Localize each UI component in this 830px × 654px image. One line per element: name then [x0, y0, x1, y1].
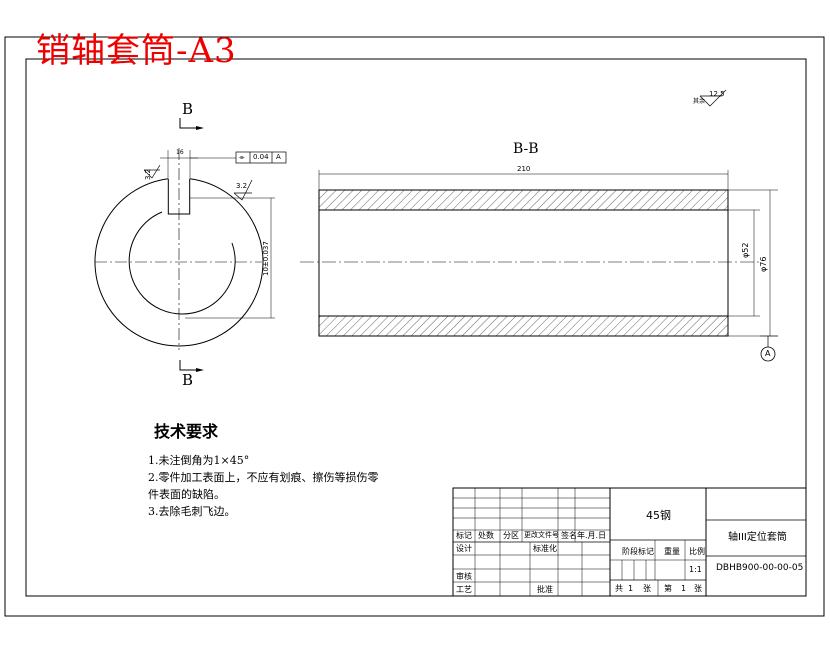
sheet-number: 1: [681, 584, 687, 593]
roughness-small: 3.2: [144, 168, 152, 180]
keyway-dimension: 10±0.037: [262, 241, 270, 276]
section-view: [300, 89, 778, 362]
header-mark: 标记: [456, 531, 472, 540]
section-title: B-B: [513, 141, 539, 157]
inner-frame: [25, 58, 807, 597]
stage-mark-label: 阶段标记: [622, 547, 654, 556]
keyway: [167, 178, 191, 215]
datum-label: A: [765, 349, 771, 358]
title-block: [452, 487, 807, 597]
tolerance-datum: A: [276, 153, 281, 161]
header-count: 处数: [478, 531, 494, 540]
header-change-doc: 更改文件号: [524, 531, 559, 539]
tolerance-symbol: ⌯: [239, 153, 245, 161]
design-label: 设计: [456, 544, 472, 553]
hatch-bottom: [318, 315, 729, 337]
material-label: 45钢: [646, 509, 671, 522]
inner-circle: [128, 211, 236, 315]
review-label: 审核: [456, 572, 472, 581]
total-sheets-count: 1: [628, 584, 634, 593]
length-dimension: 210: [517, 165, 531, 173]
technical-requirements: 技术要求 1.未注倒角为1×45° 2.零件加工表面上，不应有划痕、擦伤等损伤零…: [148, 418, 379, 520]
outer-circle: [94, 178, 264, 347]
section-marker-top: B: [182, 100, 194, 118]
sheet-unit-1: 张: [643, 584, 651, 593]
roughness-general: 12.5: [709, 90, 725, 98]
tech-item-2: 2.零件加工表面上，不应有划痕、擦伤等损伤零: [148, 471, 379, 484]
total-sheets-label: 共: [615, 584, 623, 593]
ratio-label: 比例: [689, 547, 705, 556]
outer-frame: [4, 36, 825, 617]
tech-item-4: 3.去除毛刺飞边。: [148, 505, 236, 518]
weight-label: 重量: [664, 547, 680, 556]
header-zone: 分区: [503, 531, 519, 540]
drawing-title-overlay: 销轴套筒-A3: [36, 31, 237, 71]
header-sign: 签名: [561, 531, 577, 540]
standardize-label: 标准化: [533, 544, 557, 553]
header-date: 年.月.日: [577, 531, 607, 540]
roughness-general-prefix: 其余: [693, 98, 706, 105]
scale-value: 1:1: [689, 565, 702, 574]
process-label: 工艺: [456, 585, 472, 594]
section-marker-bottom: B: [182, 371, 194, 389]
part-name: 轴III定位套筒: [728, 532, 787, 543]
drawing-number: DBHB900-00-00-05: [716, 563, 804, 573]
roughness-top: 3.2: [236, 182, 248, 190]
hatch-top: [318, 189, 729, 211]
key-width-dimension: 16: [176, 149, 184, 156]
tech-item-1: 1.未注倒角为1×45°: [148, 454, 250, 467]
sheet-number-label: 第: [664, 584, 672, 593]
tech-item-3: 件表面的缺陷。: [148, 488, 225, 501]
end-view: [94, 118, 287, 372]
sheet-unit-2: 张: [694, 584, 702, 593]
approve-label: 批准: [537, 585, 553, 594]
inner-diameter-dimension: φ52: [741, 242, 750, 258]
tech-heading: 技术要求: [154, 422, 219, 441]
tolerance-value: 0.04: [253, 153, 269, 161]
outer-diameter-dimension: φ76: [759, 256, 768, 272]
